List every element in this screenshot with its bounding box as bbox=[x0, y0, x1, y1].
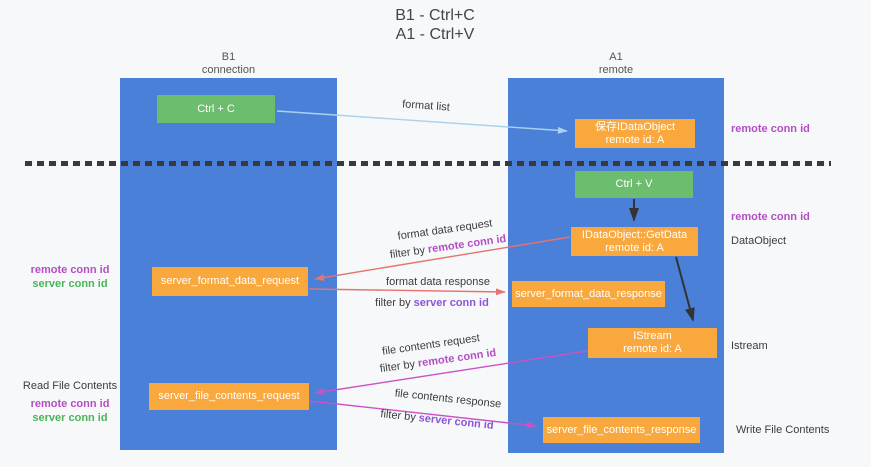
phase-divider-dashed-line bbox=[25, 161, 831, 166]
filter-by-text: filter by bbox=[375, 297, 411, 309]
node-server-format-data-response-label: server_format_data_response bbox=[515, 288, 662, 300]
read-file-contents-label: Read File Contents bbox=[22, 380, 118, 392]
remote-conn-id-label: remote conn id bbox=[30, 264, 110, 276]
node-idataobject-getdata-line1: IDataObject::GetData bbox=[581, 229, 688, 241]
arrow-format-data-response bbox=[308, 288, 506, 296]
filter-by-text: filter by bbox=[379, 408, 417, 424]
node-server-format-data-request: server_format_data_request bbox=[152, 267, 308, 296]
remote-conn-id-label: remote conn id bbox=[30, 398, 110, 410]
lifeline-b1-role: connection bbox=[201, 64, 256, 76]
node-server-format-data-response: server_format_data_response bbox=[512, 281, 665, 307]
server-conn-id-label: server conn id bbox=[32, 412, 108, 424]
filter-by-text: filter by bbox=[389, 244, 426, 262]
node-server-format-data-request-label: server_format_data_request bbox=[160, 275, 300, 287]
node-server-file-contents-request-label: server_file_contents_request bbox=[158, 390, 300, 402]
lifeline-header-b1: B1 connection bbox=[120, 51, 337, 77]
node-idataobject-getdata-line2: remote id: A bbox=[605, 242, 664, 254]
node-idataobject-getdata: IDataObject::GetData remote id: A bbox=[571, 227, 698, 256]
title-line-2: A1 - Ctrl+V bbox=[395, 26, 475, 43]
server-conn-id-key: server conn id bbox=[418, 412, 495, 432]
istream-label: Istream bbox=[731, 340, 768, 352]
node-server-file-contents-request: server_file_contents_request bbox=[149, 383, 309, 410]
lifeline-a1-name: A1 bbox=[609, 51, 623, 63]
node-ctrl-c-label: Ctrl + C bbox=[197, 103, 235, 115]
left-annotation-file-ids: remote conn id server conn id bbox=[20, 397, 120, 425]
title-line-1: B1 - Ctrl+C bbox=[395, 7, 475, 24]
node-save-idataobject-line1: 保存IDataObject bbox=[594, 121, 676, 133]
remote-conn-id-label: remote conn id bbox=[731, 211, 810, 223]
node-ctrl-v: Ctrl + V bbox=[575, 171, 693, 198]
dataobject-label: DataObject bbox=[731, 235, 787, 247]
node-server-file-contents-response: server_file_contents_response bbox=[543, 417, 700, 443]
node-server-file-contents-response-label: server_file_contents_response bbox=[546, 424, 697, 436]
write-file-contents-label: Write File Contents bbox=[736, 424, 830, 436]
remote-conn-id-label: remote conn id bbox=[731, 123, 810, 135]
server-conn-id-key: server conn id bbox=[413, 297, 489, 309]
server-conn-id-label: server conn id bbox=[32, 278, 108, 290]
node-istream-line1: IStream bbox=[633, 330, 672, 342]
node-istream-line2: remote id: A bbox=[623, 343, 682, 355]
left-annotation-format-ids: remote conn id server conn id bbox=[20, 263, 120, 291]
lifeline-b1-name: B1 bbox=[221, 51, 236, 63]
filter-by-text: filter by bbox=[379, 358, 416, 376]
edge-label-format-data-response: format data response bbox=[386, 276, 490, 288]
node-istream: IStream remote id: A bbox=[588, 328, 717, 358]
node-save-idataobject-line2: remote id: A bbox=[605, 134, 665, 146]
edge-label-format-list: format list bbox=[401, 98, 451, 114]
node-ctrl-c: Ctrl + C bbox=[157, 95, 275, 123]
node-save-idataobject: 保存IDataObject remote id: A bbox=[575, 119, 695, 148]
diagram-title: B1 - Ctrl+C A1 - Ctrl+V bbox=[335, 6, 535, 44]
lifeline-header-a1: A1 remote bbox=[508, 51, 724, 77]
node-ctrl-v-label: Ctrl + V bbox=[615, 178, 653, 190]
lifeline-a1-role: remote bbox=[598, 64, 634, 76]
